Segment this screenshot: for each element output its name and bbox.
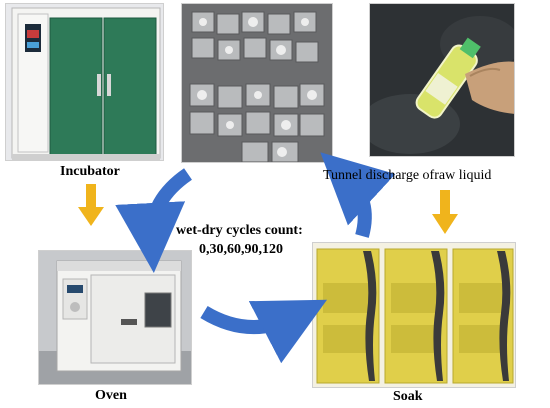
soak-to-specimens-arrow bbox=[320, 152, 396, 238]
tunnel-liquid-label: Tunnel discharge ofraw liquid bbox=[323, 168, 492, 183]
soak-photo bbox=[312, 242, 516, 388]
incubator-photo bbox=[5, 3, 164, 161]
oven-photo bbox=[38, 250, 192, 385]
incubator-label: Incubator bbox=[60, 164, 120, 179]
tunnel-to-soak-arrow bbox=[432, 190, 458, 234]
oven-label: Oven bbox=[95, 388, 127, 403]
cycles-title: wet-dry cycles count: bbox=[176, 223, 303, 238]
soak-label: Soak bbox=[393, 389, 423, 404]
specimens-to-oven-arrow bbox=[115, 168, 193, 273]
oven-to-soak-arrow bbox=[200, 299, 328, 364]
cycles-values: 0,30,60,90,120 bbox=[199, 242, 283, 257]
tunnel-liquid-photo bbox=[369, 3, 515, 157]
incubator-to-oven-arrow bbox=[78, 184, 104, 226]
specimens-photo bbox=[181, 3, 333, 163]
